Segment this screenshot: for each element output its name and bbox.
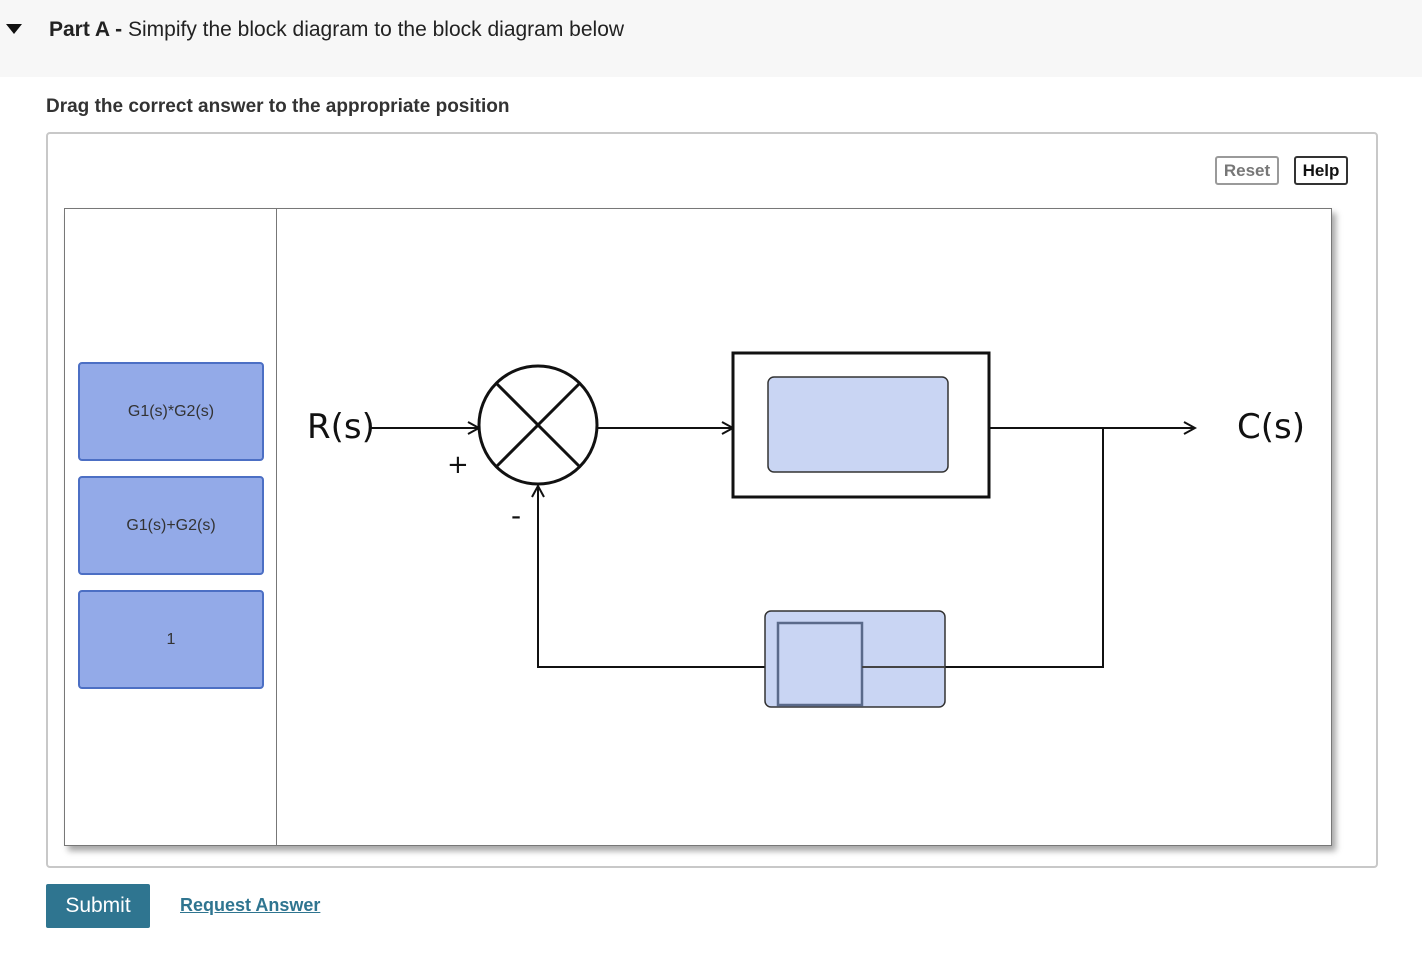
feedback-line-left xyxy=(538,486,780,668)
feedback-line-right xyxy=(945,428,1104,668)
answer-tile-one[interactable]: 1 xyxy=(78,590,264,689)
answer-tile-product[interactable]: G1(s)*G2(s) xyxy=(78,362,264,461)
answer-tile-sum[interactable]: G1(s)+G2(s) xyxy=(78,476,264,575)
forward-drop-zone[interactable] xyxy=(767,376,949,473)
request-answer-link[interactable]: Request Answer xyxy=(180,895,321,915)
part-header: Part A - Simpify the block diagram to th… xyxy=(0,0,1422,77)
output-label: C(s) xyxy=(1237,407,1305,447)
summing-junction xyxy=(477,364,599,486)
instructions: Drag the correct answer to the appropria… xyxy=(46,96,510,117)
tray-divider xyxy=(276,208,277,846)
drag-canvas xyxy=(64,208,1332,846)
plus-sign: + xyxy=(447,450,469,480)
reset-button[interactable]: Reset xyxy=(1215,156,1279,185)
collapse-caret-icon[interactable] xyxy=(6,24,22,34)
minus-sign: - xyxy=(511,499,521,532)
part-question: Simpify the block diagram to the block d… xyxy=(127,18,625,41)
input-label: R(s) xyxy=(307,407,375,447)
part-title: Part A - Simpify the block diagram to th… xyxy=(49,18,624,42)
submit-button[interactable]: Submit xyxy=(46,884,150,928)
feedback-block xyxy=(776,621,864,707)
help-button[interactable]: Help xyxy=(1294,156,1348,185)
part-label: Part A - xyxy=(49,18,123,41)
